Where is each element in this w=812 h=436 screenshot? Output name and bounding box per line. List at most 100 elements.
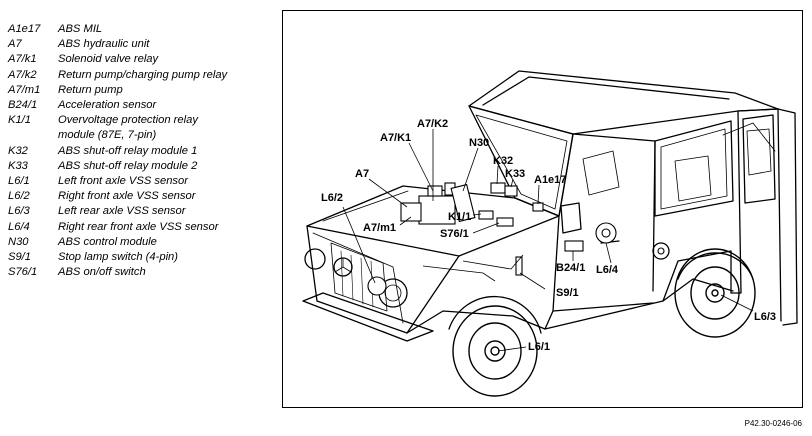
legend-code: S9/1 [8,251,32,264]
legend-code [8,128,58,143]
switch-s761-body [496,217,514,227]
legend-code: A7 [8,38,22,51]
legend-code: K1/1 [8,114,32,127]
figure-reference-number: P42.30-0246-06 [744,419,802,428]
acceleration-sensor-body [564,240,584,252]
legend-row: A7/k2 Return pump/charging pump relay [8,68,278,83]
sensor-l62-body [367,276,387,296]
leader-s761 [472,222,500,234]
legend-description: ABS hydraulic unit [58,38,150,51]
legend-row: A7 ABS hydraulic unit [8,37,278,52]
legend-description: Left rear axle VSS sensor [58,205,186,218]
legend-row: L6/2 Right front axle VSS sensor [8,189,278,204]
legend-description: Return pump [58,83,123,96]
relay-k11-body [478,210,494,220]
leader-k32 [496,165,499,185]
leader-a7 [368,178,408,208]
legend-description: ABS control module [58,235,157,248]
relay-k1-body [427,185,443,197]
legend-description: ABS shut-off relay module 2 [58,159,198,172]
leader-a7m1 [399,216,412,226]
relay-k33-body [504,185,518,197]
leader-l63 [720,294,754,312]
leader-k11 [472,213,482,216]
callout-l61: L6/1 [528,341,550,353]
vehicle-illustration: A7/K2 A7/K1 N30 K32 K33 A1e17 A7 L6/2 K1… [282,10,803,408]
legend-description: ABS MIL [58,23,103,35]
callout-l62: L6/2 [321,192,343,204]
callout-k33: K33 [505,168,525,180]
fender-detail [422,254,524,282]
legend-description: Right rear front axle VSS sensor [58,220,219,233]
callout-labels: A7/K2 A7/K1 N30 K32 K33 A1e17 A7 L6/2 K1… [321,118,776,353]
legend-code: K32 [8,144,28,157]
leader-a7k1 [408,142,434,192]
vehicle-body-outline [302,70,798,342]
legend-description: Return pump/charging pump relay [58,68,228,81]
sensor-l64-core [601,228,611,238]
callout-n30: N30 [469,137,489,149]
legend-code: A1e17 [8,23,41,35]
legend-row: L6/1 Left front axle VSS sensor [8,174,278,189]
legend-description: Overvoltage protection relay [58,114,198,127]
abs-control-module-body [450,183,476,223]
front-wheel [452,305,538,397]
callout-k32: K32 [493,155,513,167]
callout-k11: K1/1 [448,211,471,223]
legend-row: B24/1 Acceleration sensor [8,98,278,113]
callout-a7: A7 [355,168,369,180]
callout-a7k2: A7/K2 [417,118,448,130]
callout-a7k1: A7/K1 [380,132,411,144]
legend-code: L6/4 [8,220,30,233]
legend-row: A1e17 ABS MIL [8,22,278,37]
leader-k33 [510,178,514,188]
legend-row: L6/3 Left rear axle VSS sensor [8,204,278,219]
legend-description: Stop lamp switch (4-pin) [58,251,178,264]
legend-code: A7/m1 [8,83,41,96]
leader-l62 [342,206,376,284]
legend-code: L6/2 [8,190,30,203]
legend-description: Solenoid valve relay [58,53,159,66]
legend-description: module (87E, 7-pin) [58,129,157,142]
callout-leaders [342,129,754,352]
leader-l61 [497,346,527,352]
vehicle-drawing: A7/K2 A7/K1 N30 K32 K33 A1e17 A7 L6/2 K1… [302,70,798,397]
callout-s761: S76/1 [440,228,469,240]
legend-row: K1/1 Overvoltage protection relay [8,113,278,128]
leader-s91 [519,272,546,290]
legend-code: L6/1 [8,175,30,188]
legend-row: K33 ABS shut-off relay module 2 [8,159,278,174]
callout-b241: B24/1 [556,262,585,274]
leader-l64 [605,242,612,264]
legend-code: K33 [8,159,28,172]
leader-a1e17 [537,184,540,205]
legend-code: L6/3 [8,205,30,218]
legend-description: Left front axle VSS sensor [58,175,188,188]
legend-row: N30 ABS control module [8,235,278,250]
legend-row: S76/1 ABS on/off switch [8,265,278,280]
relay-k32-body [490,182,506,194]
legend-row: L6/4 Right rear front axle VSS sensor [8,220,278,235]
rear-wheel [674,248,756,338]
legend-row: module (87E, 7-pin) [8,128,278,143]
return-pump-body [400,202,422,222]
callout-a1e17: A1e17 [534,174,566,186]
leader-n30 [462,147,479,192]
legend-code: A7/k1 [8,53,37,66]
legend-code: B24/1 [8,99,38,112]
legend-row: K32 ABS shut-off relay module 1 [8,144,278,159]
legend-code: A7/k2 [8,68,37,81]
abs-mil-body [532,202,544,212]
legend-description: Acceleration sensor [58,99,157,112]
sensor-l64-mount [657,247,665,255]
callout-a7m1: A7/m1 [363,222,396,234]
legend-code: N30 [8,235,29,248]
legend-code: S76/1 [8,266,38,279]
callout-l64: L6/4 [596,264,619,276]
legend-row: S9/1 Stop lamp switch (4-pin) [8,250,278,265]
legend-description: ABS shut-off relay module 1 [58,144,198,157]
callout-l63: L6/3 [754,311,776,323]
legend-description: ABS on/off switch [58,266,146,279]
legend-description: Right front axle VSS sensor [58,190,196,203]
